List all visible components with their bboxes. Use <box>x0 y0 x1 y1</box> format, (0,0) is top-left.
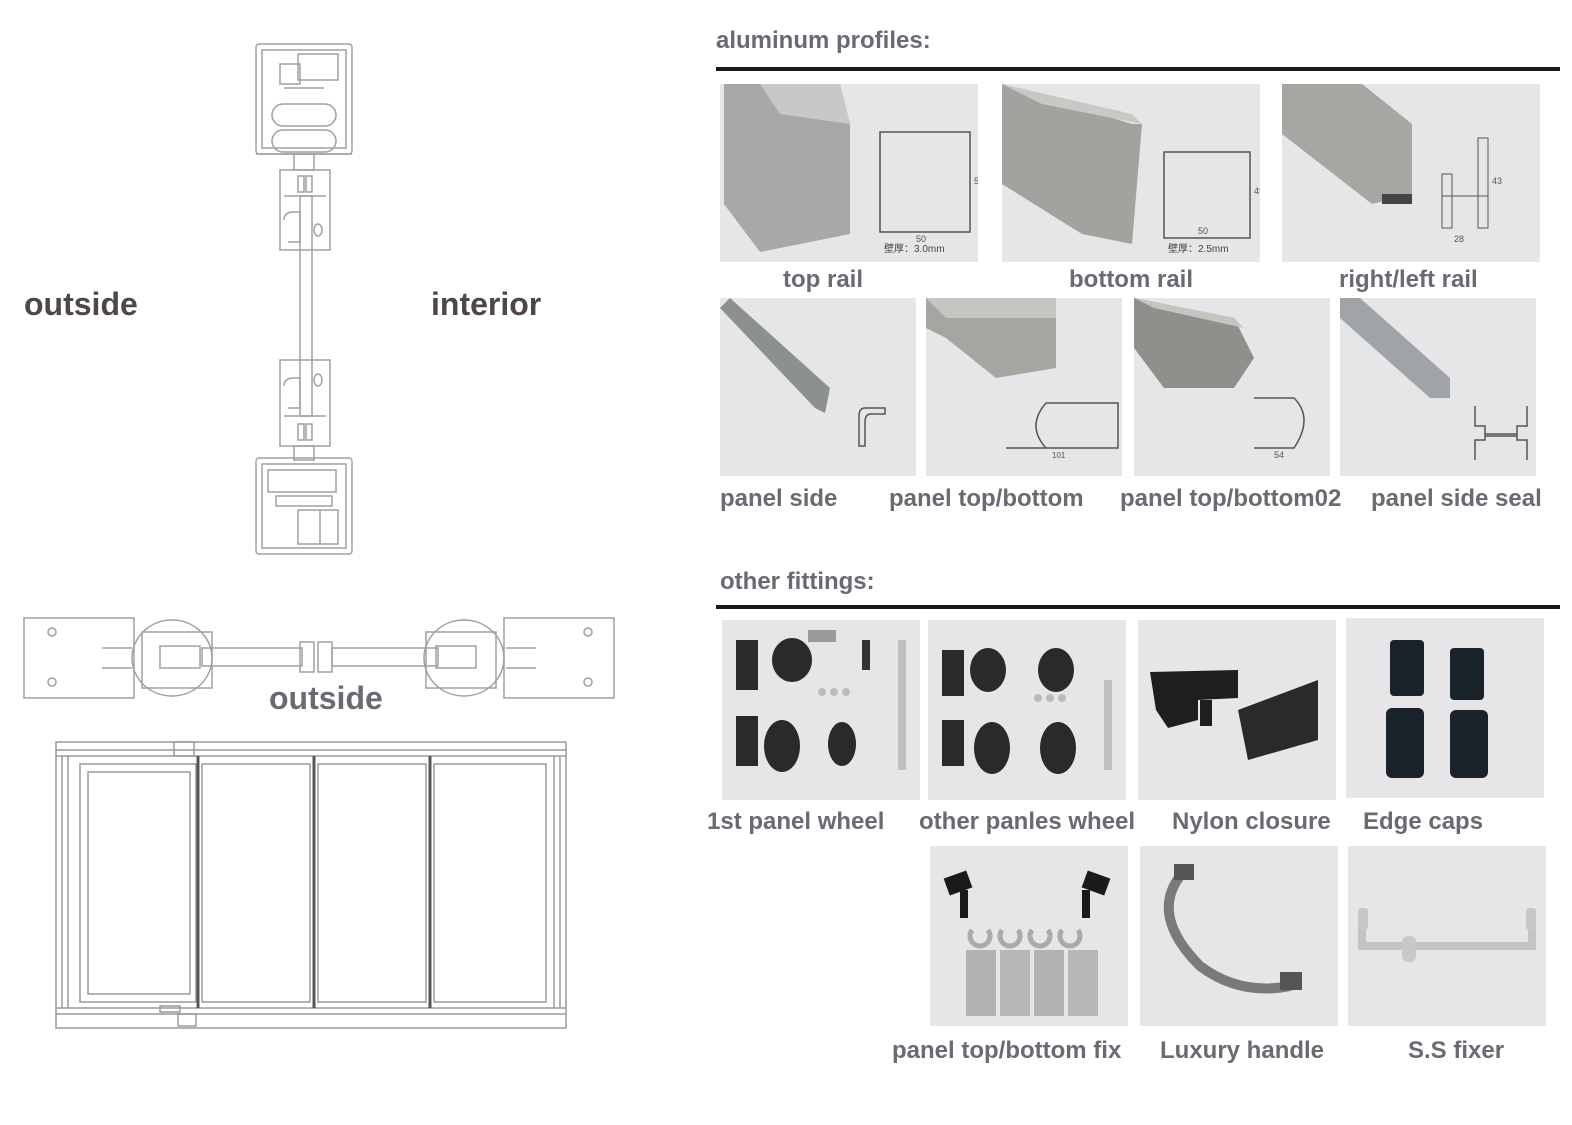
fitting-label-1st-panel-wheel: 1st panel wheel <box>707 808 885 835</box>
fitting-label-panel-top-bottom-fix: panel top/bottom fix <box>892 1037 1122 1064</box>
profile-label-panel-top-bottom02: panel top/bottom02 <box>1120 485 1342 512</box>
fitting-image-luxury-handle <box>1140 846 1338 1026</box>
profile-image-top-rail: 50 58 壁厚：3.0mm <box>720 84 978 262</box>
horizontal-section-drawing <box>22 612 616 704</box>
section-divider-2 <box>716 605 1560 609</box>
fitting-label-nylon-closure: Nylon closure <box>1172 808 1331 835</box>
profile-label-panel-side: panel side <box>720 485 838 512</box>
svg-text:43: 43 <box>1492 176 1502 186</box>
profile-image-panel-top-bottom: 101 <box>926 298 1122 476</box>
fitting-image-other-panles-wheel <box>928 620 1126 800</box>
svg-text:壁厚：2.5mm: 壁厚：2.5mm <box>1168 242 1229 255</box>
fitting-image-nylon-closure <box>1138 620 1336 800</box>
profile-label-right-left-rail: right/left rail <box>1339 266 1478 293</box>
fitting-image-1st-panel-wheel <box>722 620 920 800</box>
profile-label-panel-top-bottom: panel top/bottom <box>889 485 1084 512</box>
fitting-image-panel-top-bottom-fix <box>930 846 1128 1026</box>
profile-label-top-rail: top rail <box>783 266 864 293</box>
svg-text:50: 50 <box>1198 226 1208 236</box>
profile-image-panel-side <box>720 298 916 476</box>
wall-thickness: 壁厚：3.0mm <box>884 242 945 255</box>
profile-label-bottom-rail: bottom rail <box>1069 266 1193 293</box>
aluminum-profiles-title: aluminum profiles: <box>716 27 931 54</box>
label-outside-vertical: outside <box>24 286 138 322</box>
fitting-image-edge-caps <box>1346 618 1544 798</box>
svg-text:101: 101 <box>1052 451 1066 460</box>
profile-label-panel-side-seal: panel side seal <box>1371 485 1542 512</box>
fitting-label-luxury-handle: Luxury handle <box>1160 1037 1325 1064</box>
elevation-drawing <box>54 738 568 1032</box>
label-outside-horizontal: outside <box>269 680 383 716</box>
profile-image-bottom-rail: 50 49 壁厚：2.5mm <box>1002 84 1260 262</box>
svg-text:49: 49 <box>1254 186 1260 196</box>
vertical-section-drawing <box>240 40 370 560</box>
profile-image-panel-top-bottom02: 54 <box>1134 298 1330 476</box>
fitting-image-ss-fixer <box>1348 846 1546 1026</box>
profile-image-panel-side-seal <box>1340 298 1536 476</box>
svg-text:28: 28 <box>1454 234 1464 244</box>
fitting-label-edge-caps: Edge caps <box>1363 808 1484 835</box>
dim-height: 58 <box>974 176 978 186</box>
fitting-label-ss-fixer: S.S fixer <box>1408 1037 1505 1064</box>
label-interior: interior <box>431 286 542 322</box>
fitting-label-other-panles-wheel: other panles wheel <box>919 808 1136 835</box>
other-fittings-title: other fittings: <box>720 568 875 595</box>
profile-image-right-left-rail: 28 43 <box>1282 84 1540 262</box>
svg-text:54: 54 <box>1274 450 1284 460</box>
section-divider <box>716 67 1560 71</box>
dim-width: 50 <box>916 234 926 244</box>
